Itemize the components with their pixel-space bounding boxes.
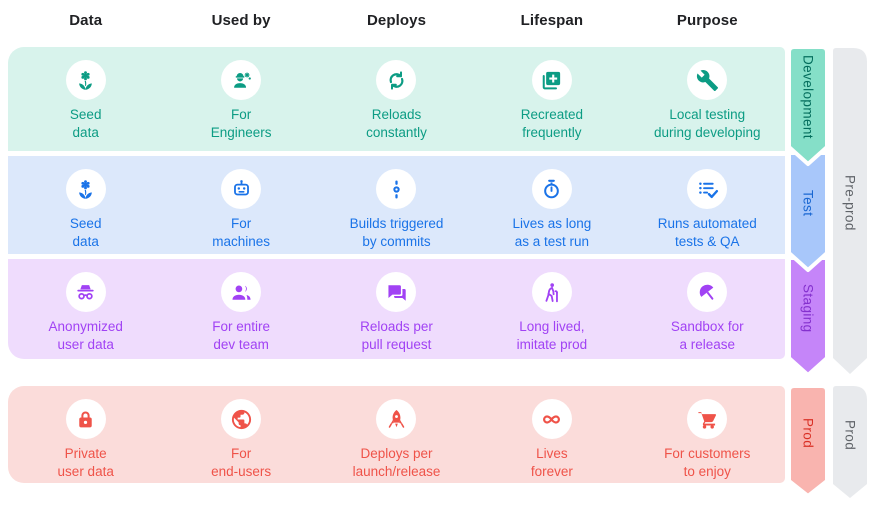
umbrella-icon [687,272,728,312]
rocket-icon [376,399,417,439]
elderly-icon [531,272,572,312]
ribbon-label-staging: Staging [800,283,816,333]
cell-development-purpose: Local testing during developing [630,47,785,151]
column-header-purpose: Purpose [676,12,738,29]
cell-staging-used-by: For entire dev team [163,259,318,359]
cell-label: For machines [212,216,270,249]
ribbon-label-test: Test [800,189,816,217]
cell-test-deploys: Builds triggered by commits [319,156,474,254]
sync-icon [376,60,417,100]
cell-development-deploys: Reloads constantly [319,47,474,151]
cart-icon [687,399,728,439]
cell-staging-data: Anonymized user data [8,259,163,359]
cell-test-data: Seed data [8,156,163,254]
cell-development-lifespan: Recreated frequently [474,47,629,151]
cell-prod-deploys: Deploys per launch/release [319,386,474,483]
cell-staging-lifespan: Long lived, imitate prod [474,259,629,359]
cell-label: For entire dev team [212,319,270,352]
env-row-development: Seed data For Engineers Reloads constantly… [8,47,785,151]
cell-prod-purpose: For customers to enjoy [630,386,785,483]
ribbon-label-group-pre-prod: Pre-prod [842,175,858,231]
cell-label: Reloads per pull request [360,319,433,352]
cell-label: Seed data [69,107,102,140]
cell-test-lifespan: Lives as long as a test run [474,156,629,254]
copy-add-icon [531,60,572,100]
column-header-data: Data [69,12,103,29]
cell-label: Reloads constantly [366,107,427,140]
env-row-staging: Anonymized user data For entire dev team R… [8,259,785,359]
ribbon-group-pre-prod: Pre-prod [833,48,867,374]
ribbon-test: Test [787,151,829,272]
checklist-icon [687,169,728,209]
cell-label: Lives forever [530,446,573,479]
engineer-icon [221,60,262,100]
ribbon-development: Development [787,45,829,166]
globe-icon [221,399,262,439]
cell-development-used-by: For Engineers [163,47,318,151]
cell-label: Sandbox for a release [670,319,744,352]
cell-label: Local testing during developing [653,107,761,140]
column-headers: Data Used by Deploys Lifespan Purpose [8,12,785,29]
cell-label: Seed data [69,216,102,249]
ribbon-label-development: Development [800,55,816,139]
cell-label: For customers to enjoy [664,446,751,479]
env-row-test: Seed data For machines Builds triggered by… [8,156,785,254]
cell-label: Lives as long as a test run [512,216,592,249]
ribbon-staging: Staging [787,256,829,377]
cell-staging-purpose: Sandbox for a release [630,259,785,359]
chat-icon [376,272,417,312]
wrench-icon [687,60,728,100]
env-row-prod: Private user data For end-users Deploys pe… [8,386,785,483]
cell-label: For Engineers [210,107,272,140]
cell-label: Recreated frequently [520,107,584,140]
cell-label: Private user data [57,446,114,479]
commit-icon [376,169,417,209]
cell-label: Anonymized user data [48,319,123,352]
infinity-icon [531,399,572,439]
cell-prod-data: Private user data [8,386,163,483]
incognito-icon [65,272,106,312]
cell-label: Runs automated tests & QA [657,216,757,249]
cell-development-data: Seed data [8,47,163,151]
column-header-used-by: Used by [211,12,271,29]
cell-label: Deploys per launch/release [352,446,441,479]
cell-prod-lifespan: Lives forever [474,386,629,483]
cell-test-purpose: Runs automated tests & QA [630,156,785,254]
ribbon-label-group-prod: Prod [842,419,858,451]
ribbon-prod: Prod [787,384,829,498]
column-header-lifespan: Lifespan [520,12,584,29]
cell-label: Builds triggered by commits [349,216,444,249]
cell-test-used-by: For machines [163,156,318,254]
lock-icon [65,399,106,439]
seed-icon [65,169,106,209]
cell-label: For end-users [211,446,272,479]
ribbon-label-prod: Prod [800,418,816,449]
seed-icon [65,60,106,100]
cell-prod-used-by: For end-users [163,386,318,483]
cell-label: Long lived, imitate prod [516,319,588,352]
group-icon [221,272,262,312]
robot-icon [221,169,262,209]
timer-icon [531,169,572,209]
column-header-deploys: Deploys [366,12,427,29]
ribbon-group-prod: Prod [833,386,867,498]
cell-staging-deploys: Reloads per pull request [319,259,474,359]
